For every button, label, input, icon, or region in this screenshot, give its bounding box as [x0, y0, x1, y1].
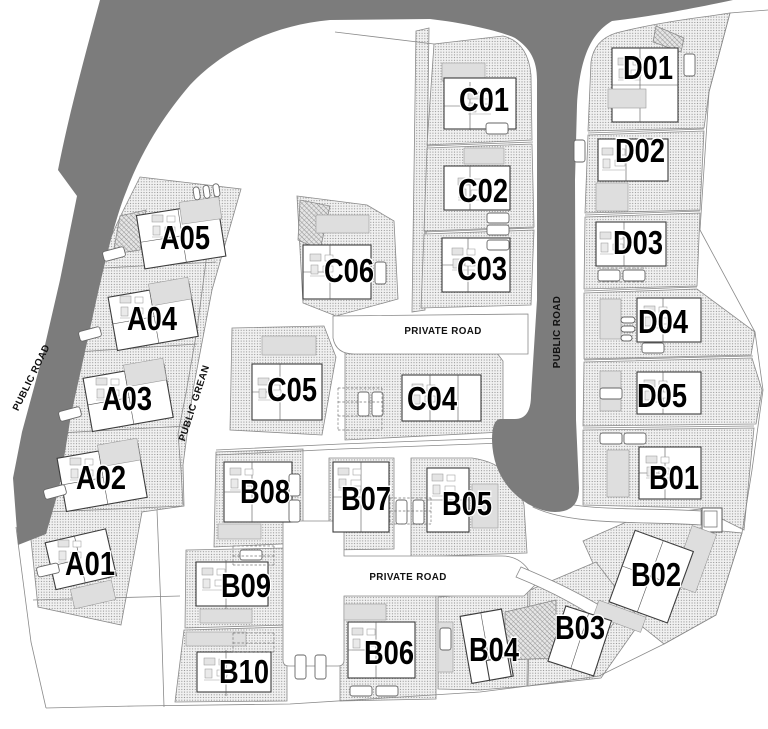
- svg-text:B01: B01: [649, 459, 699, 496]
- svg-text:A05: A05: [160, 219, 210, 256]
- svg-text:PRIVATE ROAD: PRIVATE ROAD: [369, 572, 446, 583]
- svg-text:PRIVATE ROAD: PRIVATE ROAD: [404, 326, 481, 337]
- svg-text:B02: B02: [631, 556, 681, 593]
- svg-text:B10: B10: [219, 653, 269, 690]
- svg-text:C04: C04: [407, 380, 458, 417]
- svg-text:A02: A02: [76, 459, 126, 496]
- svg-text:A04: A04: [127, 300, 178, 337]
- svg-text:B09: B09: [221, 567, 271, 604]
- svg-text:B08: B08: [240, 473, 290, 510]
- svg-text:D03: D03: [613, 224, 663, 261]
- svg-text:D04: D04: [638, 303, 689, 340]
- svg-text:C02: C02: [458, 172, 508, 209]
- svg-text:C06: C06: [324, 252, 374, 289]
- svg-text:D02: D02: [615, 132, 665, 169]
- svg-text:D05: D05: [637, 377, 687, 414]
- svg-text:B03: B03: [555, 609, 605, 646]
- svg-text:B05: B05: [442, 485, 492, 522]
- svg-text:PUBLIC ROAD: PUBLIC ROAD: [552, 296, 563, 368]
- svg-text:C01: C01: [459, 81, 509, 118]
- svg-text:B06: B06: [364, 634, 414, 671]
- svg-text:D01: D01: [623, 49, 673, 86]
- svg-text:B07: B07: [341, 480, 391, 517]
- svg-text:B04: B04: [469, 631, 520, 668]
- svg-text:A01: A01: [65, 545, 115, 582]
- svg-text:C05: C05: [267, 371, 317, 408]
- svg-text:A03: A03: [102, 380, 152, 417]
- svg-text:C03: C03: [457, 250, 507, 287]
